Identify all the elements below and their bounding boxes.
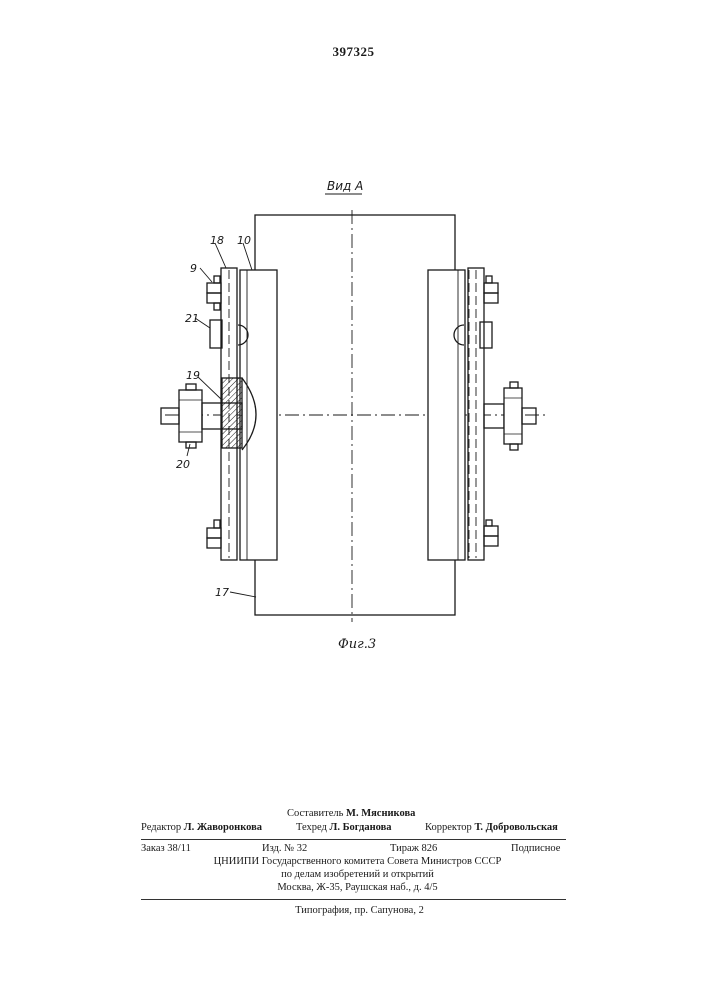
compiler-label: Составитель (287, 808, 343, 819)
org-line-2: по делам изобретений и открытий (0, 869, 707, 880)
subscription: Подписное (511, 843, 560, 854)
techred-label: Техред (296, 822, 327, 833)
corrector-name: Т. Добровольская (474, 822, 557, 833)
editor-label: Редактор (141, 822, 181, 833)
org-line-1: ЦНИИПИ Государственного комитета Совета … (0, 856, 707, 867)
divider-bottom (141, 899, 566, 900)
editor-line: Редактор Л. Жаворонкова (141, 822, 262, 833)
corrector-label: Корректор (425, 822, 472, 833)
techred-name: Л. Богданова (330, 822, 392, 833)
corrector-line: Корректор Т. Добровольская (425, 822, 558, 833)
techred-line: Техред Л. Богданова (296, 822, 392, 833)
printer-line: Типография, пр. Сапунова, 2 (0, 905, 707, 916)
org-line-3: Москва, Ж-35, Раушская наб., д. 4/5 (0, 882, 707, 893)
order-number: Заказ 38/11 (141, 843, 191, 854)
divider-top (141, 839, 566, 840)
editor-name: Л. Жаворонкова (184, 822, 262, 833)
compiler-name: М. Мясникова (346, 808, 415, 819)
edition-number: Изд. № 32 (262, 843, 307, 854)
print-run: Тираж 826 (390, 843, 437, 854)
compiler-line: Составитель М. Мясникова (287, 808, 415, 819)
